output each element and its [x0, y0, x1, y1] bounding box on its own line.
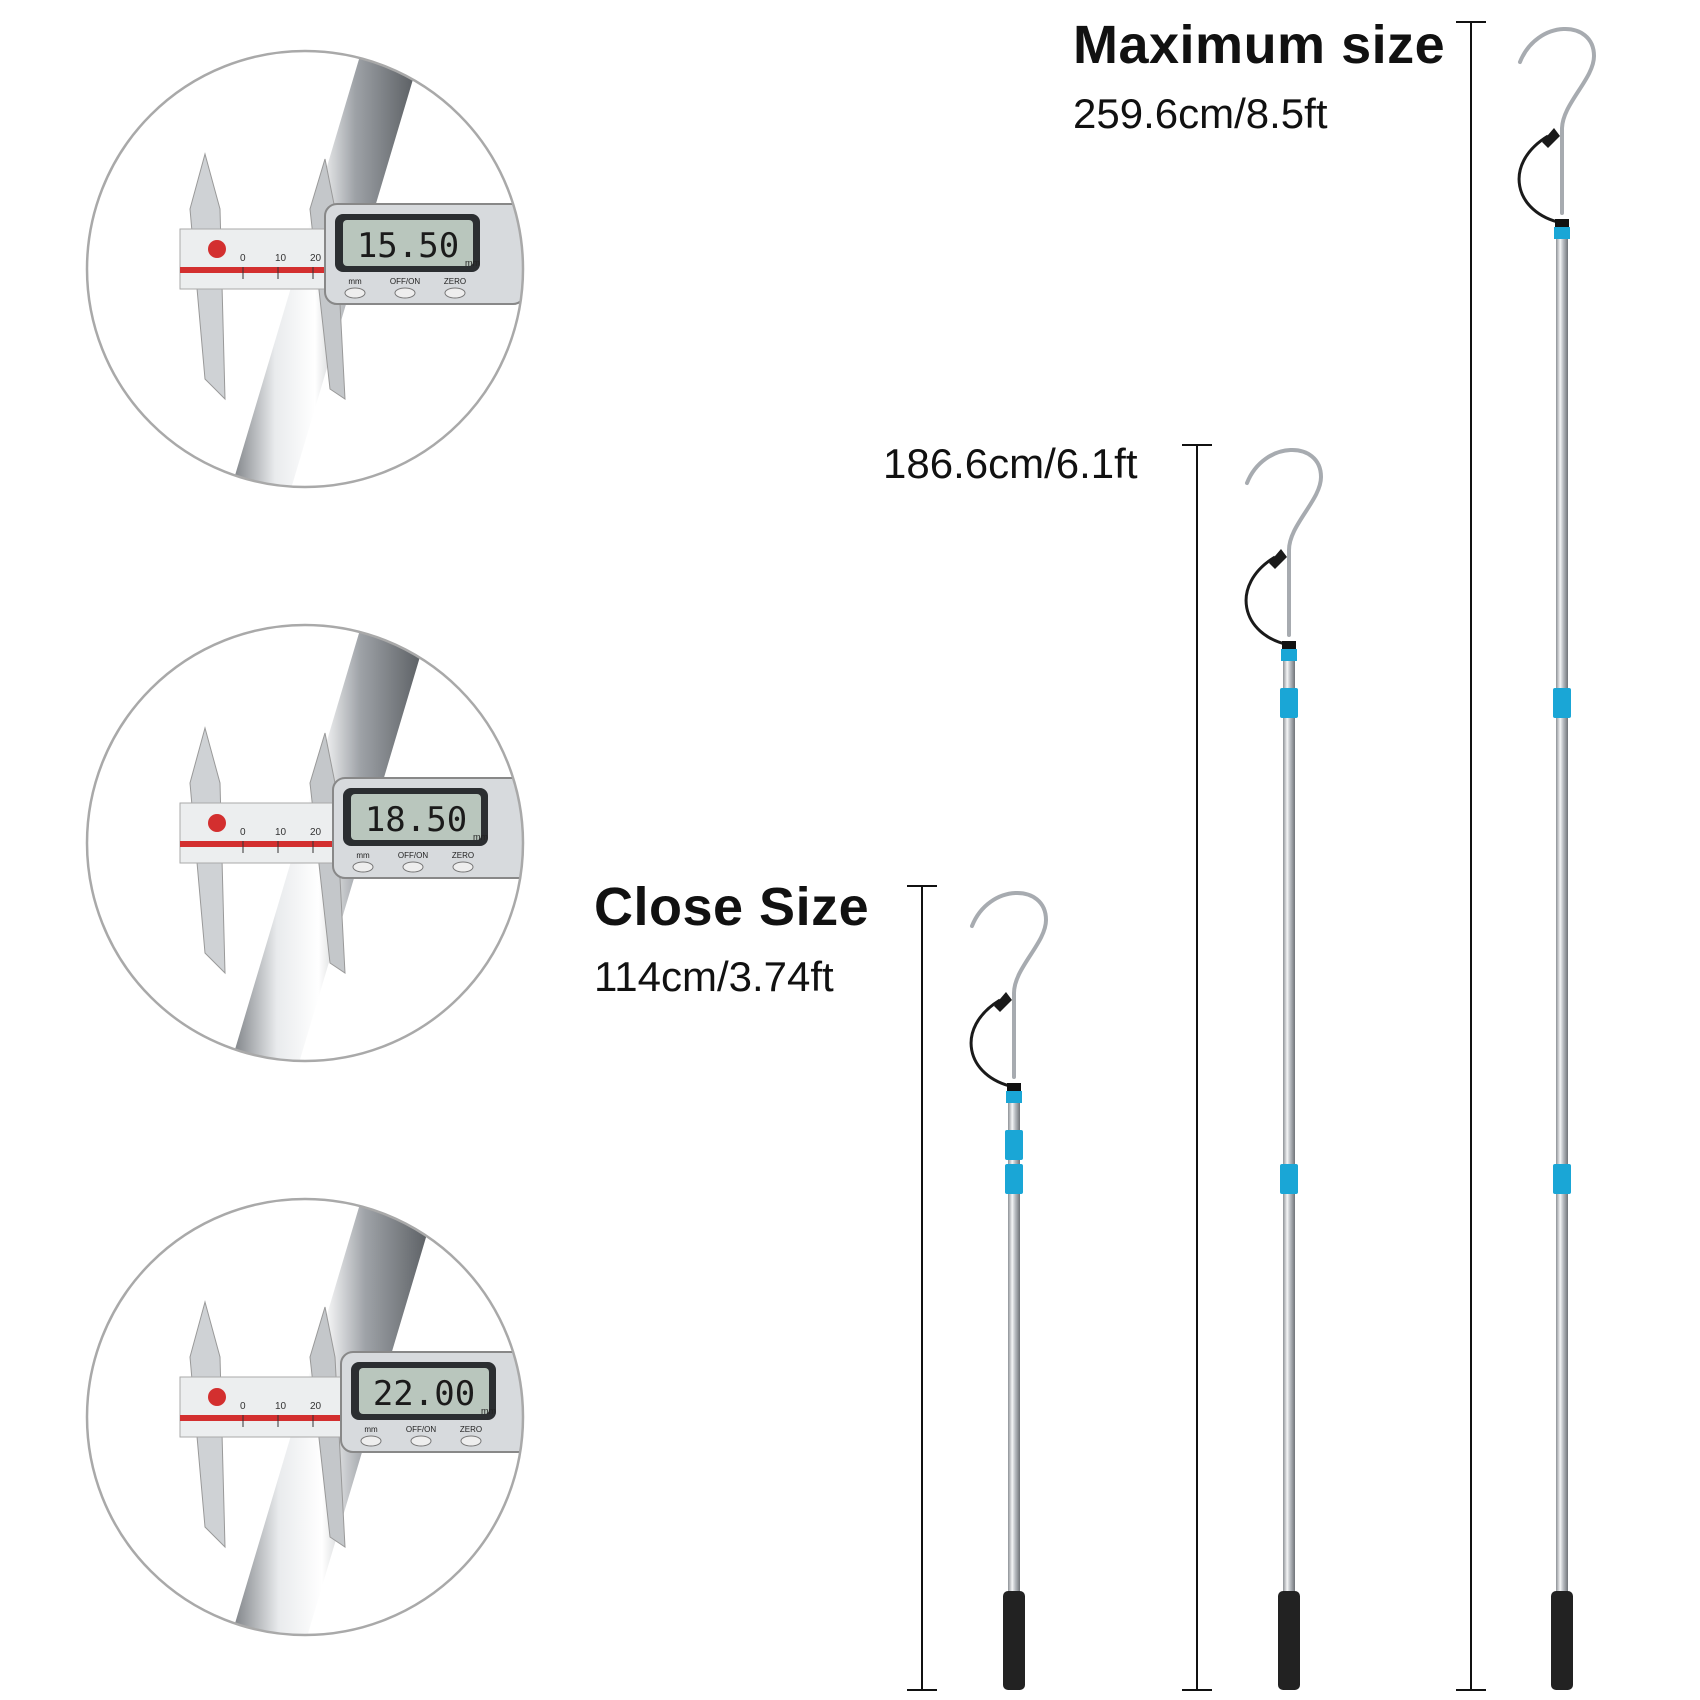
- scale-tick-label: 10: [275, 1401, 287, 1412]
- close-size-title: Close Size: [594, 877, 870, 937]
- rubber-grip: [1551, 1591, 1573, 1690]
- gaff-hook: [970, 891, 1049, 1079]
- mid-size-value: 186.6cm/6.1ft: [883, 440, 1138, 487]
- blue-lock-band: [1005, 1130, 1023, 1160]
- brand-logo-icon: [208, 1388, 226, 1406]
- blue-collar: [1554, 227, 1570, 239]
- caliper-button: [394, 287, 416, 299]
- gaff-hook: [1518, 27, 1597, 215]
- caliper-button-label: mm: [364, 1425, 378, 1434]
- scale-tick-label: 10: [275, 253, 287, 264]
- safety-lanyard: [969, 998, 1015, 1089]
- hook-cover-icon: [1542, 128, 1560, 148]
- blue-lock-band: [1005, 1164, 1023, 1194]
- lcd-screen: [351, 794, 481, 840]
- hook-cover-icon: [1269, 549, 1287, 569]
- lcd-reading: 15.50: [357, 226, 459, 266]
- scale-tick-label: 0: [240, 253, 246, 264]
- lanyard-ring: [1282, 641, 1296, 649]
- lcd-screen: [343, 220, 473, 266]
- lcd-unit: mm: [465, 258, 480, 268]
- scale-tick-label: 0: [240, 827, 246, 838]
- gaff-hook: [1245, 448, 1324, 637]
- caliper-button-label: OFF/ON: [398, 851, 428, 860]
- blue-lock-band: [1553, 1164, 1571, 1194]
- telescopic-shaft: [1556, 223, 1568, 1591]
- lcd-reading: 22.00: [373, 1374, 475, 1414]
- lcd-screen: [359, 1368, 489, 1414]
- blue-collar: [1281, 649, 1297, 661]
- caliper-button-label: mm: [356, 851, 370, 860]
- lcd-unit: mm: [473, 832, 488, 842]
- caliper-button-label: mm: [348, 277, 362, 286]
- brand-logo-icon: [208, 240, 226, 258]
- pole-maximum: [1517, 27, 1597, 1690]
- rubber-grip: [1278, 1591, 1300, 1690]
- caliper-button-label: ZERO: [444, 277, 466, 286]
- caliper-button-label: OFF/ON: [406, 1425, 436, 1434]
- rubber-grip: [1003, 1591, 1025, 1690]
- lanyard-ring: [1007, 1083, 1021, 1091]
- scale-tick-label: 0: [240, 1401, 246, 1412]
- caliper-button: [452, 861, 474, 873]
- circle-frame: [85, 1197, 525, 1637]
- safety-lanyard: [1244, 555, 1290, 647]
- circle-frame: [85, 623, 525, 1063]
- scale-tick-label: 20: [310, 1401, 322, 1412]
- close-size-value: 114cm/3.74ft: [594, 953, 834, 1000]
- caliper-button-label: ZERO: [452, 851, 474, 860]
- lanyard-ring: [1555, 219, 1569, 227]
- caliper-button: [410, 1435, 432, 1447]
- caliper-scale-stripe: [180, 1415, 380, 1421]
- caliper-scale-stripe: [180, 841, 380, 847]
- blue-lock-band: [1280, 688, 1298, 718]
- dimension-line-1: [1456, 21, 1486, 1691]
- caliper-button: [402, 861, 424, 873]
- caliper-button-label: OFF/ON: [390, 277, 420, 286]
- scale-tick-label: 20: [310, 827, 322, 838]
- telescopic-shaft: [1008, 1087, 1020, 1591]
- lcd-reading: 18.50: [365, 800, 467, 840]
- caliper-button: [444, 287, 466, 299]
- blue-lock-band: [1553, 688, 1571, 718]
- scale-tick-label: 10: [275, 827, 287, 838]
- circle-frame: [85, 49, 525, 489]
- blue-lock-band: [1280, 1164, 1298, 1194]
- caliper-button: [460, 1435, 482, 1447]
- caliper-button-label: ZERO: [460, 1425, 482, 1434]
- max-size-value: 259.6cm/8.5ft: [1073, 90, 1328, 137]
- dimension-line-2: [1182, 444, 1212, 1691]
- blue-collar: [1006, 1091, 1022, 1103]
- safety-lanyard: [1517, 134, 1563, 225]
- pole-closed: [969, 891, 1049, 1690]
- lcd-unit: mm: [481, 1406, 496, 1416]
- telescopic-shaft: [1283, 645, 1295, 1591]
- dimension-line-3: [907, 885, 937, 1691]
- caliper-button: [360, 1435, 382, 1447]
- scale-tick-label: 20: [310, 253, 322, 264]
- brand-logo-icon: [208, 814, 226, 832]
- hook-cover-icon: [994, 992, 1012, 1012]
- max-size-title: Maximum size: [1073, 15, 1446, 75]
- pole-medium: [1244, 448, 1324, 1690]
- caliper-button: [352, 861, 374, 873]
- caliper-button: [344, 287, 366, 299]
- caliper-scale-stripe: [180, 267, 380, 273]
